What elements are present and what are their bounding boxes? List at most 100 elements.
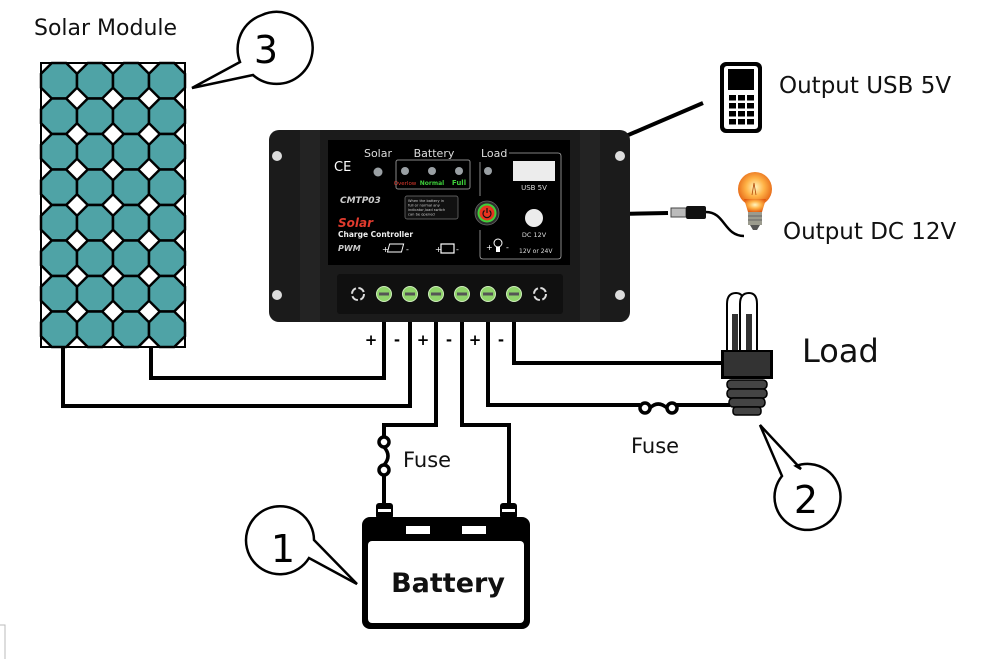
solar-cell bbox=[111, 239, 151, 278]
wire-solar-positive bbox=[149, 318, 386, 380]
solar-module-label: Solar Module bbox=[34, 16, 177, 41]
phone-key bbox=[747, 119, 754, 125]
terminal-end-ring bbox=[351, 287, 365, 301]
note-line-3: indicator,load switch bbox=[408, 208, 445, 212]
load-indicator-label: Load bbox=[481, 147, 507, 160]
phone-key bbox=[738, 119, 745, 125]
dc-port bbox=[525, 209, 543, 227]
solar-cell bbox=[39, 203, 79, 242]
dc-port-label: DC 12V bbox=[522, 231, 547, 239]
phone-key bbox=[738, 111, 745, 117]
phone-key bbox=[729, 119, 736, 125]
solar-cell bbox=[75, 132, 115, 171]
solar-cell bbox=[39, 168, 79, 207]
solar-cell bbox=[75, 203, 115, 242]
solar-cell bbox=[147, 310, 187, 349]
svg-text:+: + bbox=[486, 243, 493, 252]
screw-slot bbox=[457, 292, 467, 296]
ce-mark: CE bbox=[334, 160, 351, 175]
solar-cell bbox=[111, 168, 151, 207]
terminal-3-sign: + bbox=[417, 331, 430, 349]
load-led bbox=[484, 167, 492, 175]
callout-1: 1 bbox=[244, 505, 358, 586]
battery-label: Battery bbox=[391, 568, 505, 599]
note-line-1: When the battery in bbox=[408, 199, 444, 203]
solar-cell bbox=[75, 239, 115, 278]
model-number: CMTP03 bbox=[340, 196, 381, 206]
solar-cell bbox=[39, 132, 79, 171]
load-power-button[interactable] bbox=[474, 200, 500, 226]
terminal-6-sign: - bbox=[498, 331, 504, 349]
usb-port-label: USB 5V bbox=[521, 184, 547, 192]
solar-cell bbox=[75, 168, 115, 207]
solar-cell bbox=[147, 61, 187, 100]
solar-terminal-symbol: + - bbox=[382, 243, 409, 254]
solar-cell bbox=[147, 97, 187, 136]
callout-2-number: 2 bbox=[794, 478, 818, 522]
callout-1-number: 1 bbox=[271, 527, 295, 571]
solar-cell bbox=[111, 203, 151, 242]
screw-slot bbox=[509, 292, 519, 296]
solar-cell bbox=[147, 239, 187, 278]
solar-cell bbox=[39, 61, 79, 100]
solar-cell bbox=[39, 310, 79, 349]
output-dc-label: Output DC 12V bbox=[783, 219, 957, 245]
solar-cell bbox=[147, 203, 187, 242]
phone-key bbox=[747, 95, 754, 101]
load-bulb-symbol-icon bbox=[493, 238, 503, 252]
load-fuse-icon bbox=[638, 401, 679, 415]
terminal-1-sign: + bbox=[365, 331, 378, 349]
solar-cell bbox=[147, 132, 187, 171]
wire-load-positive bbox=[486, 318, 640, 407]
battery-icon: Battery bbox=[362, 503, 530, 629]
battery-led-full bbox=[455, 167, 463, 175]
battery-state-overlow: Overlow bbox=[394, 181, 417, 187]
load-label: Load bbox=[802, 332, 879, 370]
wire-battery-negative bbox=[460, 318, 511, 505]
battery-state-normal: Normal bbox=[420, 180, 444, 187]
solar-cell bbox=[39, 239, 79, 278]
terminal-5-sign: + bbox=[469, 331, 482, 349]
wire-battery-positive bbox=[382, 318, 438, 436]
terminal-2-sign: - bbox=[394, 331, 400, 349]
solar-cell bbox=[75, 97, 115, 136]
solar-indicator-label: Solar bbox=[364, 147, 393, 160]
phone-key bbox=[738, 103, 745, 109]
note-bubble: When the battery in full or normal any i… bbox=[404, 195, 459, 220]
phone-icon bbox=[720, 62, 762, 133]
solar-cell bbox=[39, 274, 79, 313]
load-lamp-icon bbox=[721, 291, 773, 416]
solar-cell bbox=[111, 61, 151, 100]
solar-led bbox=[373, 167, 383, 177]
screw-slot bbox=[405, 292, 415, 296]
screw-slot bbox=[431, 292, 441, 296]
product-name: Charge Controller bbox=[338, 230, 413, 239]
mounting-hole bbox=[615, 290, 625, 300]
svg-text:+: + bbox=[435, 245, 442, 254]
solar-cell bbox=[111, 132, 151, 171]
dc-plug-icon bbox=[670, 206, 745, 238]
solar-cell bbox=[147, 274, 187, 313]
svg-text:-: - bbox=[406, 245, 409, 254]
solar-cell bbox=[75, 310, 115, 349]
charge-controller: CE Solar Battery Overlow Normal Full CMT… bbox=[269, 130, 630, 322]
phone-key bbox=[738, 95, 745, 101]
solar-cell bbox=[39, 97, 79, 136]
wire-solar-negative bbox=[61, 318, 412, 408]
screw-slot bbox=[379, 292, 389, 296]
wire-load-negative bbox=[512, 318, 722, 365]
brand-solar: Solar bbox=[338, 216, 374, 230]
phone-key bbox=[729, 103, 736, 109]
solar-cell bbox=[75, 61, 115, 100]
solar-cell bbox=[111, 310, 151, 349]
battery-terminal-symbol: + - bbox=[435, 243, 459, 254]
terminal-polarity-labels: + - + - + - bbox=[365, 331, 504, 349]
note-line-4: can be opened bbox=[408, 213, 435, 217]
svg-text:-: - bbox=[456, 245, 459, 254]
battery-indicator-label: Battery bbox=[414, 147, 455, 160]
solar-cell bbox=[111, 274, 151, 313]
note-line-2: full or normal any bbox=[408, 204, 441, 208]
power-icon bbox=[482, 210, 492, 219]
output-usb-label: Output USB 5V bbox=[779, 73, 951, 99]
